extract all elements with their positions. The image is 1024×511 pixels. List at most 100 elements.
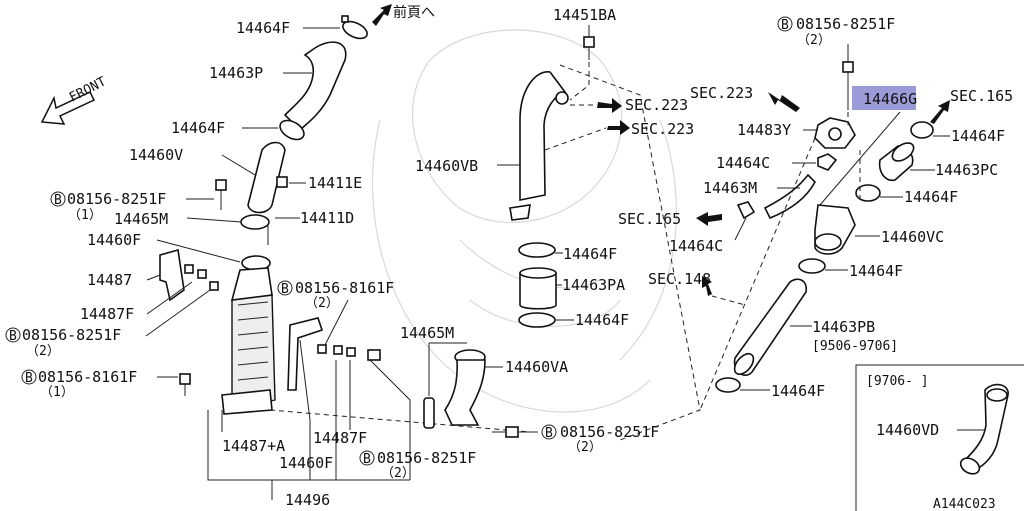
label-14464f-6: 14464F: [904, 188, 958, 206]
svg-text:B: B: [25, 371, 33, 386]
label-14463p: 14463P: [209, 64, 263, 82]
svg-text:B: B: [9, 329, 17, 344]
pipe-14460v: [247, 141, 286, 214]
label-bolt-b6: 08156-8251F: [560, 423, 659, 441]
label-bolt-b4: 08156-8161F: [295, 279, 394, 297]
gasket-14465m-2: [423, 397, 435, 429]
arrow-sec148: [702, 276, 712, 296]
label-14464f-top: 14464F: [236, 19, 290, 37]
bolt-b3: [179, 373, 191, 385]
front-arrow: FRONT: [40, 74, 109, 125]
label-14451ba: 14451BA: [553, 6, 616, 24]
pipe-14460vb: [519, 71, 567, 201]
clamp-14464f-8: [715, 377, 741, 393]
label-bolt-b3: 08156-8161F: [38, 368, 137, 386]
label-14463pa: 14463PA: [562, 276, 625, 294]
bracket-14487a: [287, 317, 324, 391]
label-sec165-b: SEC.165: [618, 210, 681, 228]
label-14460vb: 14460VB: [415, 157, 478, 175]
label-14487a: 14487+A: [222, 437, 285, 455]
highlight-14466g[interactable]: [852, 86, 916, 110]
clamp-14464f-2: [279, 119, 305, 141]
clamp-14464f-top: [341, 15, 368, 40]
diagram-id: A144C023: [933, 497, 996, 511]
svg-text:（2）: （2）: [305, 296, 339, 311]
svg-text:（2）: （2）: [26, 344, 60, 359]
label-sec223-b: SEC.223: [631, 120, 694, 138]
label-14464c: 14464C: [716, 154, 770, 172]
clamp-14464f-5: [910, 121, 934, 139]
label-sec223-a: SEC.223: [625, 96, 688, 114]
label-14464f-8: 14464F: [771, 382, 825, 400]
label-14411d: 14411D: [300, 209, 354, 227]
clamp-14464f-6: [855, 184, 881, 202]
label-14487: 14487: [87, 271, 132, 289]
label-14487f: 14487F: [80, 305, 134, 323]
label-14464c-2: 14464C: [669, 237, 723, 255]
gasket-14465m: [240, 214, 270, 230]
svg-text:B: B: [545, 426, 553, 441]
label-14464f-4: 14464F: [575, 311, 629, 329]
label-sec148: SEC.148: [648, 270, 711, 288]
label-14460vc: 14460VC: [881, 228, 944, 246]
clip-14464c: [817, 153, 838, 171]
svg-text:B: B: [54, 193, 62, 208]
bolt-b7: [842, 61, 854, 73]
label-14487f-2: 14487F: [313, 429, 367, 447]
svg-text:（1）: （1）: [40, 385, 74, 400]
label-14496: 14496: [285, 491, 330, 509]
label-maepeji: 前頁へ: [393, 4, 435, 21]
hose-14463p: [283, 41, 347, 132]
svg-text:B: B: [363, 452, 371, 467]
label-14463m: 14463M: [703, 179, 757, 197]
intercooler-14496: [221, 267, 276, 415]
inset-box: [9706- ] 14460VD A144C023: [855, 364, 1024, 511]
arrow-sec223-c: [768, 92, 800, 112]
label-14465m: 14465M: [114, 210, 168, 228]
svg-text:B: B: [281, 282, 289, 297]
arrow-sec165-a: [930, 100, 950, 124]
bolt-b1: [215, 179, 227, 210]
label-bolt-b7: 08156-8251F: [796, 15, 895, 33]
svg-text:（2）: （2）: [381, 466, 415, 481]
nut-14411e: [276, 176, 288, 188]
arrow-sec165-b: [696, 212, 722, 226]
label-14464f-3: 14464F: [563, 245, 617, 263]
label-sec223-c: SEC.223: [690, 84, 753, 102]
label-pb-range: [9506-9706]: [812, 339, 898, 354]
label-14483y: 14483Y: [737, 121, 791, 139]
label-14463pc: 14463PC: [935, 161, 998, 179]
label-bolt-b1: 08156-8251F: [67, 190, 166, 208]
pipe-14460vd: [963, 383, 1009, 471]
label-14460v: 14460V: [129, 146, 183, 164]
label-14460f-2: 14460F: [279, 454, 333, 472]
label-inset-range: [9706- ]: [866, 374, 929, 389]
arrow-sec223-a: [597, 98, 622, 113]
bracket-14487: [159, 248, 185, 302]
clip-14464c-2: [736, 201, 756, 220]
arrow-sec223-b: [607, 120, 630, 135]
svg-text:B: B: [781, 18, 789, 33]
clamp-14464f-4: [518, 312, 556, 328]
label-14464f-7: 14464F: [849, 262, 903, 280]
label-sec165-a: SEC.165: [950, 87, 1013, 105]
bolt-14451ba: [583, 36, 595, 48]
label-14465m-2: 14465M: [400, 324, 454, 342]
bolt-b6: [505, 426, 519, 438]
label-14460vd: 14460VD: [876, 421, 939, 439]
arrow-maepeji: [372, 4, 392, 26]
label-14411e: 14411E: [308, 174, 362, 192]
label-14464f-5: 14464F: [951, 127, 1005, 145]
label-14460f: 14460F: [87, 231, 141, 249]
label-14466g[interactable]: 14466G: [863, 90, 917, 108]
clamp-14464f-7: [798, 258, 826, 274]
svg-text:（2）: （2）: [797, 33, 831, 48]
label-14460va: 14460VA: [505, 358, 568, 376]
label-bolt-b5: 08156-8251F: [377, 449, 476, 467]
svg-text:（1）: （1）: [68, 208, 102, 223]
label-14463pb: 14463PB: [812, 318, 875, 336]
pipe-14460va: [444, 359, 486, 426]
label-14464f-2: 14464F: [171, 119, 225, 137]
label-bolt-b2: 08156-8251F: [22, 326, 121, 344]
